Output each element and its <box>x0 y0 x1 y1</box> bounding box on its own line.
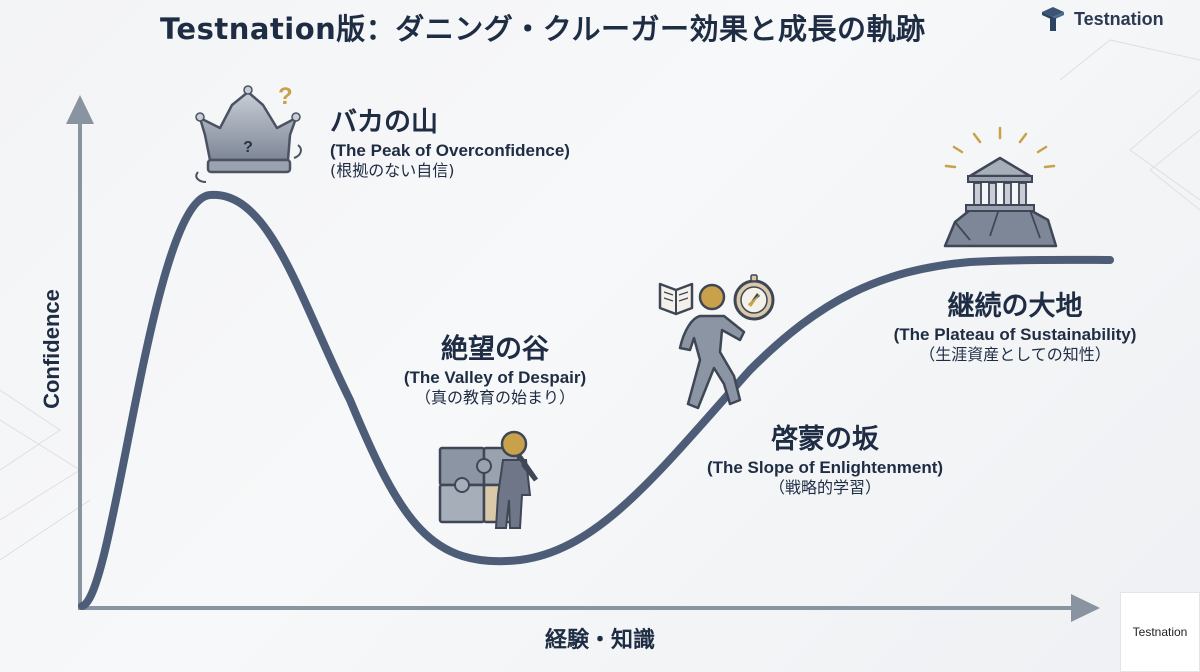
stage-peak-english: (The Peak of Overconfidence) <box>330 140 570 160</box>
x-axis <box>80 594 1100 622</box>
y-axis-label: Confidence <box>39 289 64 409</box>
svg-text:?: ? <box>243 139 253 156</box>
confidence-curve <box>78 190 1114 610</box>
svg-text:?: ? <box>278 83 293 110</box>
stage-valley: 絶望の谷 (The Valley of Despair) （真の教育の始まり） <box>380 333 610 408</box>
stage-peak: バカの山 (The Peak of Overconfidence) (根拠のない… <box>330 106 570 181</box>
puzzle-person-icon <box>438 430 539 529</box>
stage-slope-subtitle: （戦略的学習） <box>768 478 881 497</box>
stage-slope-english: (The Slope of Enlightenment) <box>706 457 944 477</box>
page-title: Testnation版：ダニング・クルーガー効果と成長の軌跡 <box>160 12 926 46</box>
stage-plateau-title: 継続の大地 <box>947 291 1083 322</box>
stage-slope: 啓蒙の坂 (The Slope of Enlightenment) （戦略的学習… <box>680 423 970 498</box>
stage-plateau: 継続の大地 (The Plateau of Sustainability) （生… <box>865 290 1165 365</box>
stage-plateau-english: (The Plateau of Sustainability) <box>893 324 1137 344</box>
temple-on-rock-icon <box>943 126 1058 248</box>
corner-brand-text: Testnation <box>1132 625 1188 639</box>
stage-valley-english: (The Valley of Despair) <box>403 367 587 387</box>
testnation-logo-icon <box>1042 7 1064 31</box>
x-axis-label: 経験・知識 <box>544 628 655 653</box>
stage-peak-subtitle: (根拠のない自信) <box>330 161 455 180</box>
stage-valley-subtitle: （真の教育の始まり） <box>414 388 575 407</box>
stage-valley-title: 絶望の谷 <box>441 334 549 365</box>
brand-name: Testnation <box>1074 8 1164 29</box>
crown-question-icon: ? ? <box>195 83 302 183</box>
stage-peak-title: バカの山 <box>330 107 438 138</box>
climbing-person-book-compass-icon <box>658 274 775 410</box>
corner-brand-badge: Testnation <box>1120 592 1200 672</box>
y-axis <box>66 95 94 610</box>
stage-slope-title: 啓蒙の坂 <box>771 424 879 455</box>
stage-plateau-subtitle: （生涯資産としての知性） <box>919 345 1111 364</box>
brand-logo: Testnation <box>1040 6 1164 32</box>
